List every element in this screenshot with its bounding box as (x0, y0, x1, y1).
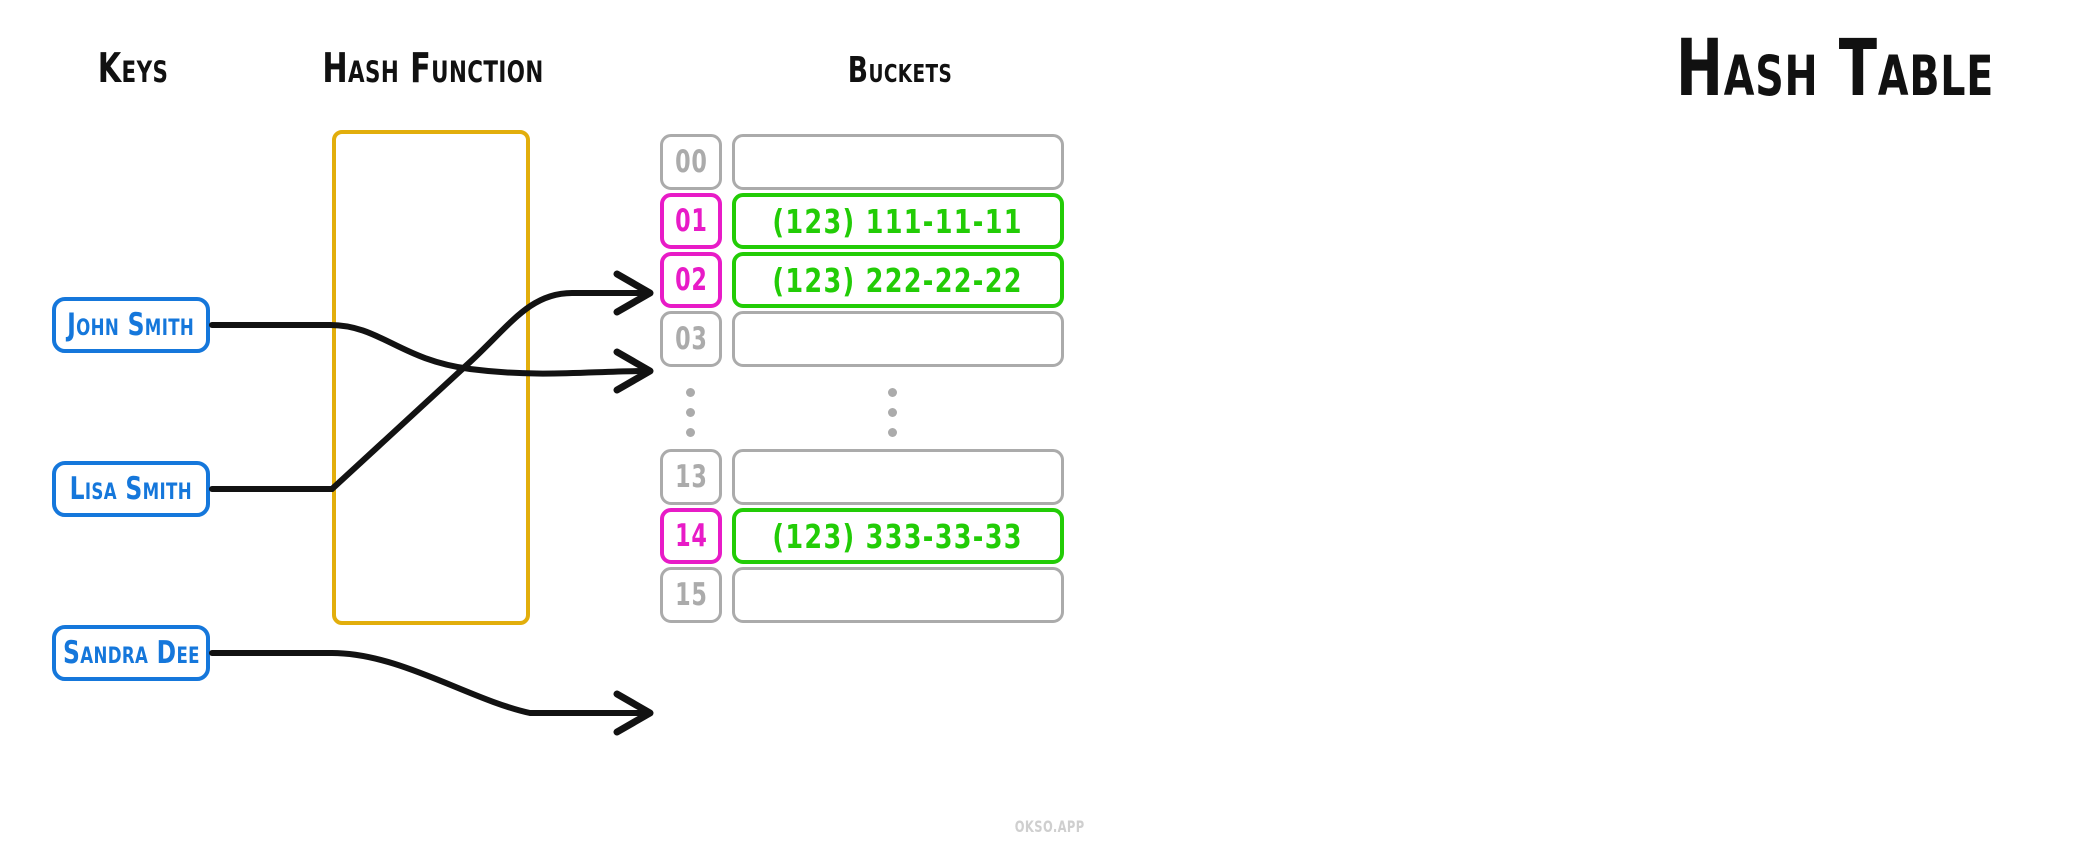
column-header-hash-function: Hash Function (322, 44, 544, 92)
bucket-index-label: 00 (674, 144, 708, 180)
bucket-value-15[interactable] (732, 567, 1064, 623)
dot (686, 408, 695, 417)
bucket-index-00[interactable]: 00 (660, 134, 722, 190)
bucket-index-label: 03 (674, 321, 708, 357)
key-box-john-smith[interactable]: John Smith (52, 297, 210, 353)
column-header-buckets: Buckets (847, 50, 953, 91)
key-box-sandra-dee[interactable]: Sandra Dee (52, 625, 210, 681)
bucket-value-14[interactable]: (123) 333-33-33 (732, 508, 1064, 564)
bucket-index-ellipsis (686, 388, 695, 437)
bucket-index-label: 01 (674, 203, 708, 239)
bucket-index-label: 13 (674, 459, 708, 495)
dot (686, 388, 695, 397)
bucket-index-13[interactable]: 13 (660, 449, 722, 505)
bucket-index-03[interactable]: 03 (660, 311, 722, 367)
bucket-value-label: (123) 222-22-22 (772, 260, 1024, 300)
bucket-value-label: (123) 111-11-11 (772, 201, 1024, 241)
dot (888, 388, 897, 397)
bucket-index-label: 14 (674, 518, 708, 554)
bucket-index-label: 15 (674, 577, 708, 613)
hash-function-box (332, 130, 530, 625)
page-title: Hash Table (1676, 24, 1995, 114)
bucket-index-01[interactable]: 01 (660, 193, 722, 249)
bucket-value-02[interactable]: (123) 222-22-22 (732, 252, 1064, 308)
bucket-value-01[interactable]: (123) 111-11-11 (732, 193, 1064, 249)
dot (888, 408, 897, 417)
dot (888, 428, 897, 437)
bucket-value-label: (123) 333-33-33 (772, 516, 1024, 556)
dot (686, 428, 695, 437)
bucket-index-02[interactable]: 02 (660, 252, 722, 308)
bucket-value-13[interactable] (732, 449, 1064, 505)
key-label: John Smith (67, 307, 195, 343)
bucket-index-15[interactable]: 15 (660, 567, 722, 623)
key-box-lisa-smith[interactable]: Lisa Smith (52, 461, 210, 517)
key-label: Lisa Smith (69, 471, 193, 507)
bucket-value-03[interactable] (732, 311, 1064, 367)
watermark: OKSO.APP (1014, 817, 1085, 836)
column-header-keys: Keys (97, 44, 169, 92)
bucket-value-00[interactable] (732, 134, 1064, 190)
bucket-value-ellipsis (888, 388, 897, 437)
bucket-index-14[interactable]: 14 (660, 508, 722, 564)
key-label: Sandra Dee (62, 635, 200, 671)
wire-sandra-dee-to-14 (209, 650, 654, 736)
bucket-index-label: 02 (674, 262, 708, 298)
